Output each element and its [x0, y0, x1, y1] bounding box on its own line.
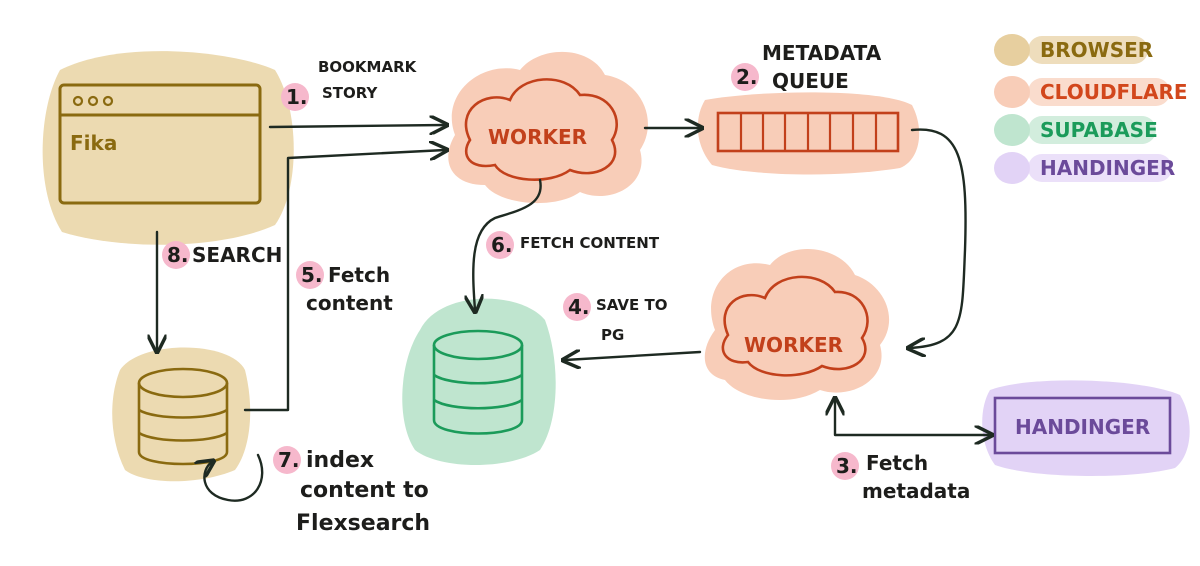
step-3-line1: Fetch — [866, 451, 928, 475]
legend-swatch-browser — [994, 34, 1030, 66]
queue-step-number: 2. — [736, 65, 758, 89]
queue-label-line2: QUEUE — [772, 69, 849, 93]
step-5-number: 5. — [301, 263, 323, 287]
worker-top-node: WORKER — [448, 51, 648, 204]
handinger-label: HANDINGER — [1015, 415, 1150, 439]
metadata-queue-node: 2. METADATA QUEUE — [697, 41, 920, 175]
step-1-line1: BOOKMARK — [318, 58, 418, 76]
local-db-node — [112, 347, 251, 482]
cloud-icon — [464, 78, 618, 181]
step-number-dot — [486, 231, 514, 259]
step-6-line1: FETCH CONTENT — [520, 234, 660, 252]
database-icon — [137, 367, 229, 466]
legend-item-cloudflare: CLOUDFLARE — [994, 76, 1188, 108]
legend-bg-browser — [1028, 36, 1148, 64]
step-number-dot — [273, 446, 301, 474]
legend-label-cloudflare: CLOUDFLARE — [1040, 80, 1188, 104]
arrow-worker-handinger — [835, 400, 990, 435]
legend-swatch-handinger — [994, 152, 1030, 184]
local-db-blob — [112, 347, 251, 482]
step-3-number: 3. — [836, 454, 858, 478]
step-4-line1: SAVE TO — [596, 296, 667, 314]
supabase-blob — [402, 298, 556, 465]
step-3: 3. Fetch metadata — [831, 451, 970, 503]
cloud-icon — [721, 275, 869, 377]
arrow-worker-to-supabase — [473, 178, 542, 310]
step-1-line2: STORY — [322, 84, 379, 102]
step-4: 4. SAVE TO PG — [563, 293, 667, 344]
queue-label-line1: METADATA — [762, 41, 882, 65]
step-number-dot — [731, 63, 759, 91]
step-number-dot — [281, 83, 309, 111]
legend-label-supabase: SUPABASE — [1040, 118, 1158, 142]
worker-bottom-node: WORKER — [704, 248, 890, 401]
legend-bg-handinger — [1028, 154, 1172, 182]
legend-bg-supabase — [1028, 116, 1156, 144]
step-5: 5. Fetch content — [296, 261, 393, 315]
browser-blob — [42, 51, 294, 245]
legend: BROWSER CLOUDFLARE SUPABASE HANDINGER — [994, 34, 1188, 184]
step-7-line2: content to — [300, 478, 429, 503]
worker-bottom-blob — [704, 248, 890, 401]
legend-swatch-cloudflare — [994, 76, 1030, 108]
worker-bottom-label: WORKER — [744, 333, 843, 357]
arrow-worker-to-supabase-save — [565, 352, 702, 360]
handinger-node: HANDINGER — [982, 380, 1190, 476]
step-7-number: 7. — [278, 448, 300, 472]
database-icon — [432, 329, 524, 435]
step-number-dot — [296, 261, 324, 289]
legend-item-supabase: SUPABASE — [994, 114, 1158, 146]
window-dot-icon — [102, 95, 114, 107]
supabase-db-node — [402, 298, 556, 465]
legend-label-browser: BROWSER — [1040, 38, 1153, 62]
step-7-line3: Flexsearch — [296, 511, 430, 536]
browser-window-frame — [58, 83, 262, 205]
step-8-number: 8. — [167, 243, 189, 267]
step-4-number: 4. — [568, 295, 590, 319]
legend-bg-cloudflare — [1028, 78, 1170, 106]
arrow-browser-to-worker — [268, 125, 445, 127]
step-3-line2: metadata — [862, 479, 970, 503]
step-5-line2: content — [306, 291, 393, 315]
arrow-index-loop — [204, 453, 264, 502]
step-5-line1: Fetch — [328, 263, 390, 287]
legend-swatch-supabase — [994, 114, 1030, 146]
step-7: 7. index content to Flexsearch — [273, 446, 430, 536]
step-1-number: 1. — [286, 85, 308, 109]
legend-item-handinger: HANDINGER — [994, 152, 1175, 184]
step-4-line2: PG — [601, 326, 624, 344]
arrow-localdb-to-worker — [243, 150, 445, 412]
window-dot-icon — [72, 95, 84, 107]
legend-label-handinger: HANDINGER — [1040, 156, 1175, 180]
step-number-dot — [162, 241, 190, 269]
legend-item-browser: BROWSER — [994, 34, 1153, 66]
browser-node: Fika — [42, 51, 294, 245]
step-6-number: 6. — [491, 233, 513, 257]
worker-top-label: WORKER — [488, 125, 587, 149]
arrow-queue-to-worker — [910, 128, 967, 348]
step-number-dot — [563, 293, 591, 321]
connectors — [157, 125, 990, 502]
step-8: 8. SEARCH — [162, 241, 282, 269]
step-7-line1: index — [306, 448, 374, 473]
handinger-box — [993, 396, 1172, 455]
step-8-line1: SEARCH — [192, 243, 282, 267]
window-dot-icon — [87, 95, 99, 107]
worker-top-blob — [448, 51, 648, 204]
step-number-dot — [831, 452, 859, 480]
step-6: 6. FETCH CONTENT — [486, 231, 660, 259]
step-1: 1. BOOKMARK STORY — [281, 58, 418, 111]
browser-title: Fika — [70, 131, 117, 155]
